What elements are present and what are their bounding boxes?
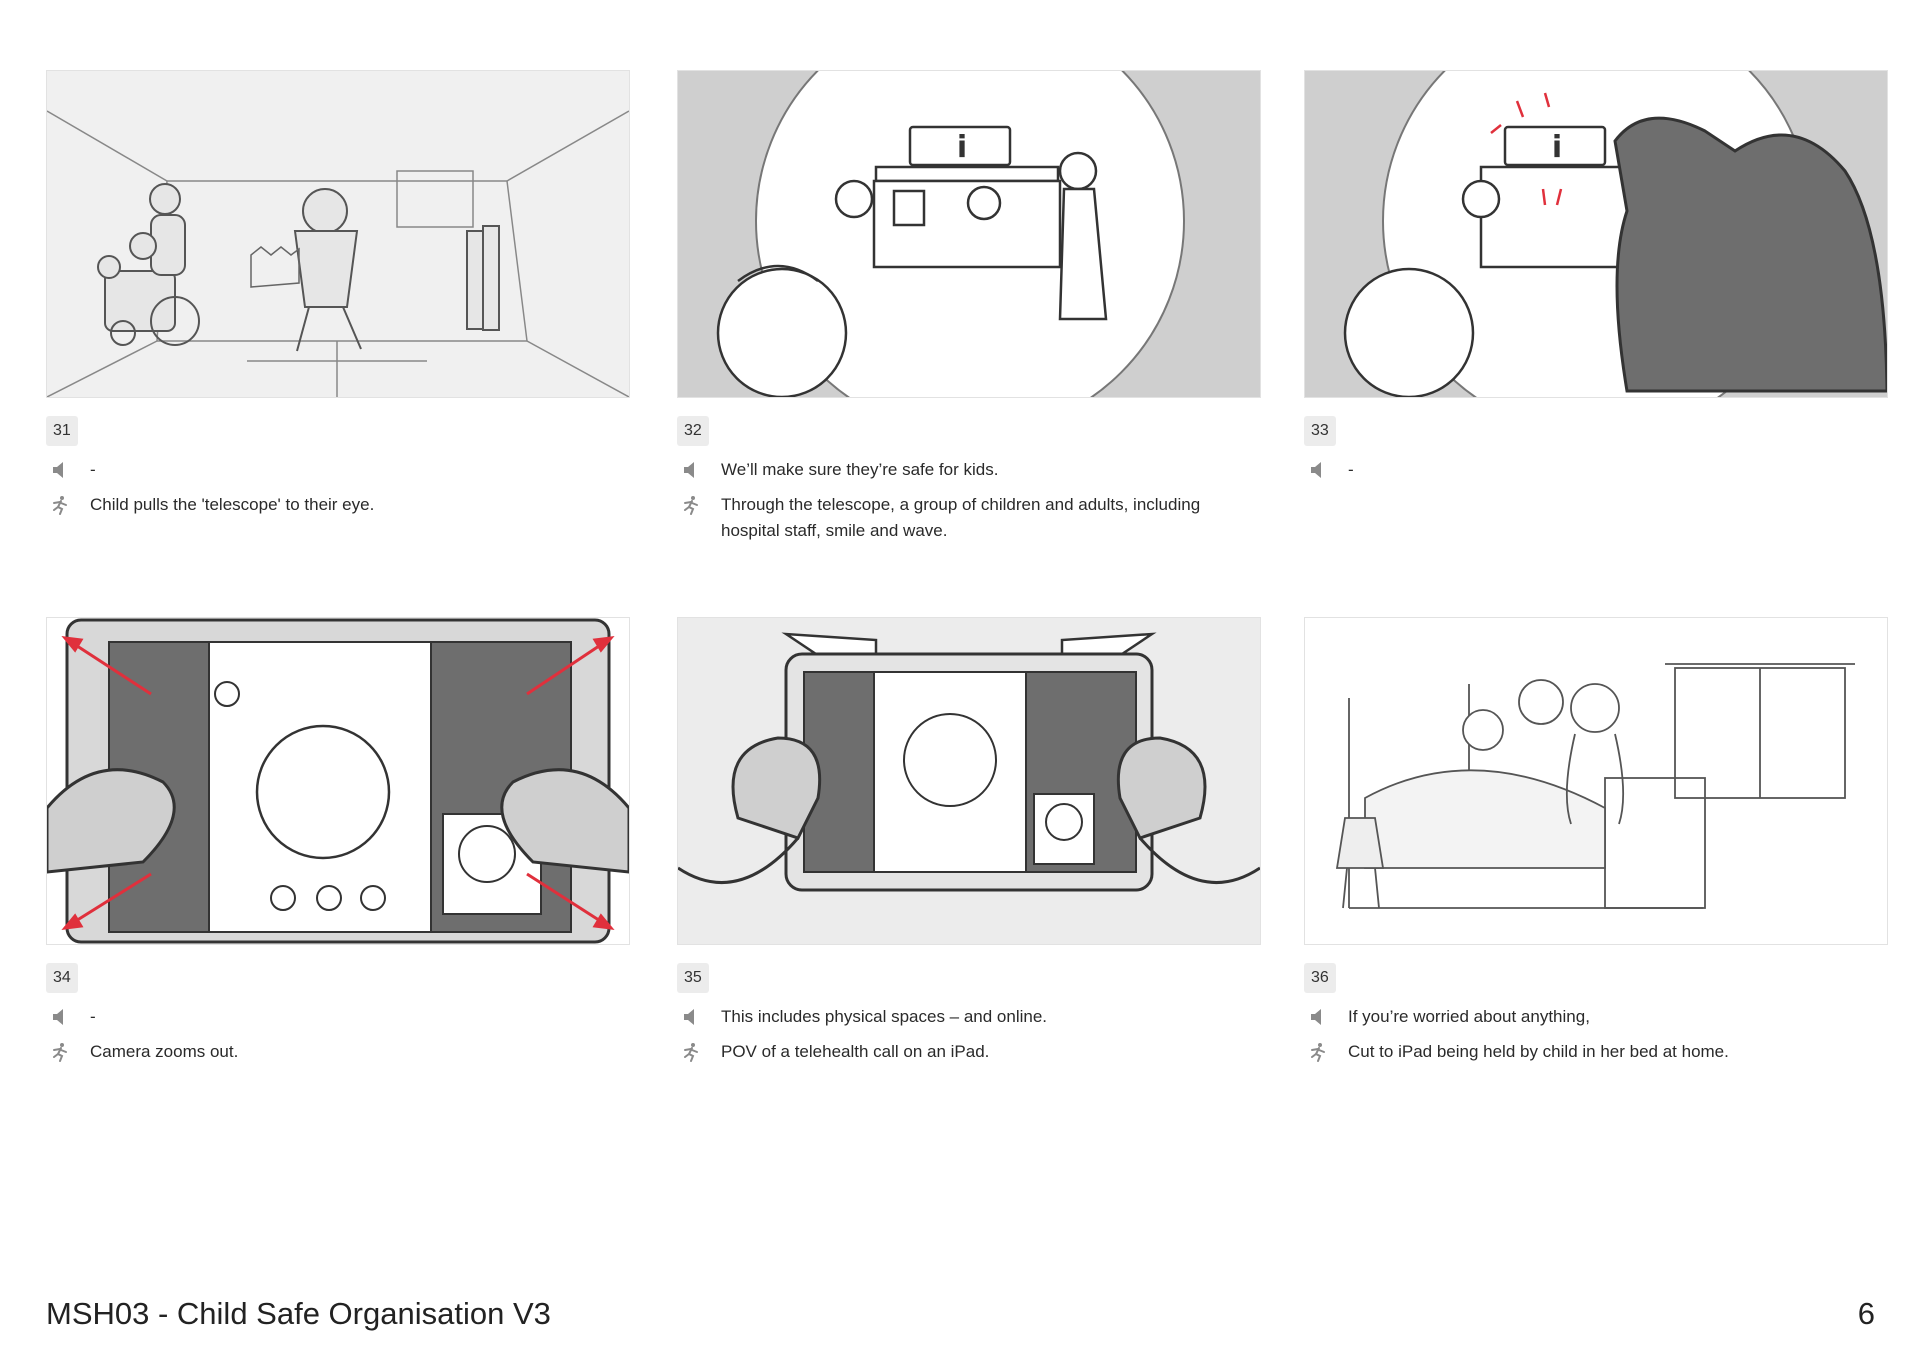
audio-text: - — [1348, 460, 1354, 479]
action-text: Camera zooms out. — [90, 1042, 239, 1061]
telescope-view-sketch: i — [678, 71, 1260, 397]
storyboard-panel-31: 31 - Child pulls the 'telescope' to thei… — [46, 70, 630, 518]
telescope-view-finger-sketch: i — [1305, 71, 1887, 397]
svg-text:i: i — [957, 130, 967, 165]
action-row: Child pulls the 'telescope' to their eye… — [46, 495, 630, 518]
ipad-zoom-out-sketch — [47, 618, 629, 944]
hospital-corridor-sketch — [47, 71, 629, 397]
panel-number: 34 — [46, 963, 78, 993]
panel-number: 31 — [46, 416, 78, 446]
panel-number: 33 — [1304, 416, 1336, 446]
audio-row: We’ll make sure they’re safe for kids. — [677, 460, 1261, 483]
speaker-icon — [1308, 1007, 1328, 1027]
storyboard-panel-35: 35 This includes physical spaces – and o… — [677, 617, 1261, 1065]
action-text: Child pulls the 'telescope' to their eye… — [90, 495, 375, 514]
running-figure-icon — [50, 1042, 70, 1062]
audio-text: - — [90, 1007, 96, 1026]
audio-text: We’ll make sure they’re safe for kids. — [721, 460, 999, 479]
action-row: POV of a telehealth call on an iPad. — [677, 1042, 1261, 1065]
running-figure-icon — [681, 495, 701, 515]
panel-number: 35 — [677, 963, 709, 993]
storyboard-panel-36: 36 If you’re worried about anything, Cut… — [1304, 617, 1888, 1065]
audio-text: If you’re worried about anything, — [1348, 1007, 1590, 1026]
panel-sketch-image: i — [677, 70, 1261, 398]
audio-text: - — [90, 460, 96, 479]
action-text: Cut to iPad being held by child in her b… — [1348, 1042, 1729, 1061]
speaker-icon — [50, 1007, 70, 1027]
panel-sketch-image — [1304, 617, 1888, 945]
svg-text:i: i — [1552, 130, 1562, 165]
panel-number: 32 — [677, 416, 709, 446]
action-text: Through the telescope, a group of childr… — [721, 495, 1201, 540]
audio-row: - — [1304, 460, 1888, 483]
running-figure-icon — [681, 1042, 701, 1062]
speaker-icon — [1308, 460, 1328, 480]
panel-sketch-image — [46, 70, 630, 398]
action-text: POV of a telehealth call on an iPad. — [721, 1042, 990, 1061]
panel-sketch-image: i — [1304, 70, 1888, 398]
storyboard-panel-33: i 33 - — [1304, 70, 1888, 483]
running-figure-icon — [1308, 1042, 1328, 1062]
document-title: MSH03 - Child Safe Organisation V3 — [46, 1296, 551, 1331]
action-row: Through the telescope, a group of childr… — [677, 495, 1261, 544]
storyboard-panel-32: i 32 We’ll make sure they’re safe for ki… — [677, 70, 1261, 544]
speaker-icon — [681, 1007, 701, 1027]
speaker-icon — [50, 460, 70, 480]
audio-row: This includes physical spaces – and onli… — [677, 1007, 1261, 1030]
panel-sketch-image — [46, 617, 630, 945]
audio-row: - — [46, 1007, 630, 1030]
ipad-telehealth-call-sketch — [678, 618, 1260, 944]
page-number: 6 — [1857, 1296, 1875, 1331]
storyboard-panel-34: 34 - Camera zooms out. — [46, 617, 630, 1065]
audio-row: If you’re worried about anything, — [1304, 1007, 1888, 1030]
running-figure-icon — [50, 495, 70, 515]
speaker-icon — [681, 460, 701, 480]
panel-sketch-image — [677, 617, 1261, 945]
audio-row: - — [46, 460, 630, 483]
child-in-bed-sketch — [1305, 618, 1887, 944]
action-row: Camera zooms out. — [46, 1042, 630, 1065]
action-row: Cut to iPad being held by child in her b… — [1304, 1042, 1888, 1065]
audio-text: This includes physical spaces – and onli… — [721, 1007, 1048, 1026]
panel-number: 36 — [1304, 963, 1336, 993]
